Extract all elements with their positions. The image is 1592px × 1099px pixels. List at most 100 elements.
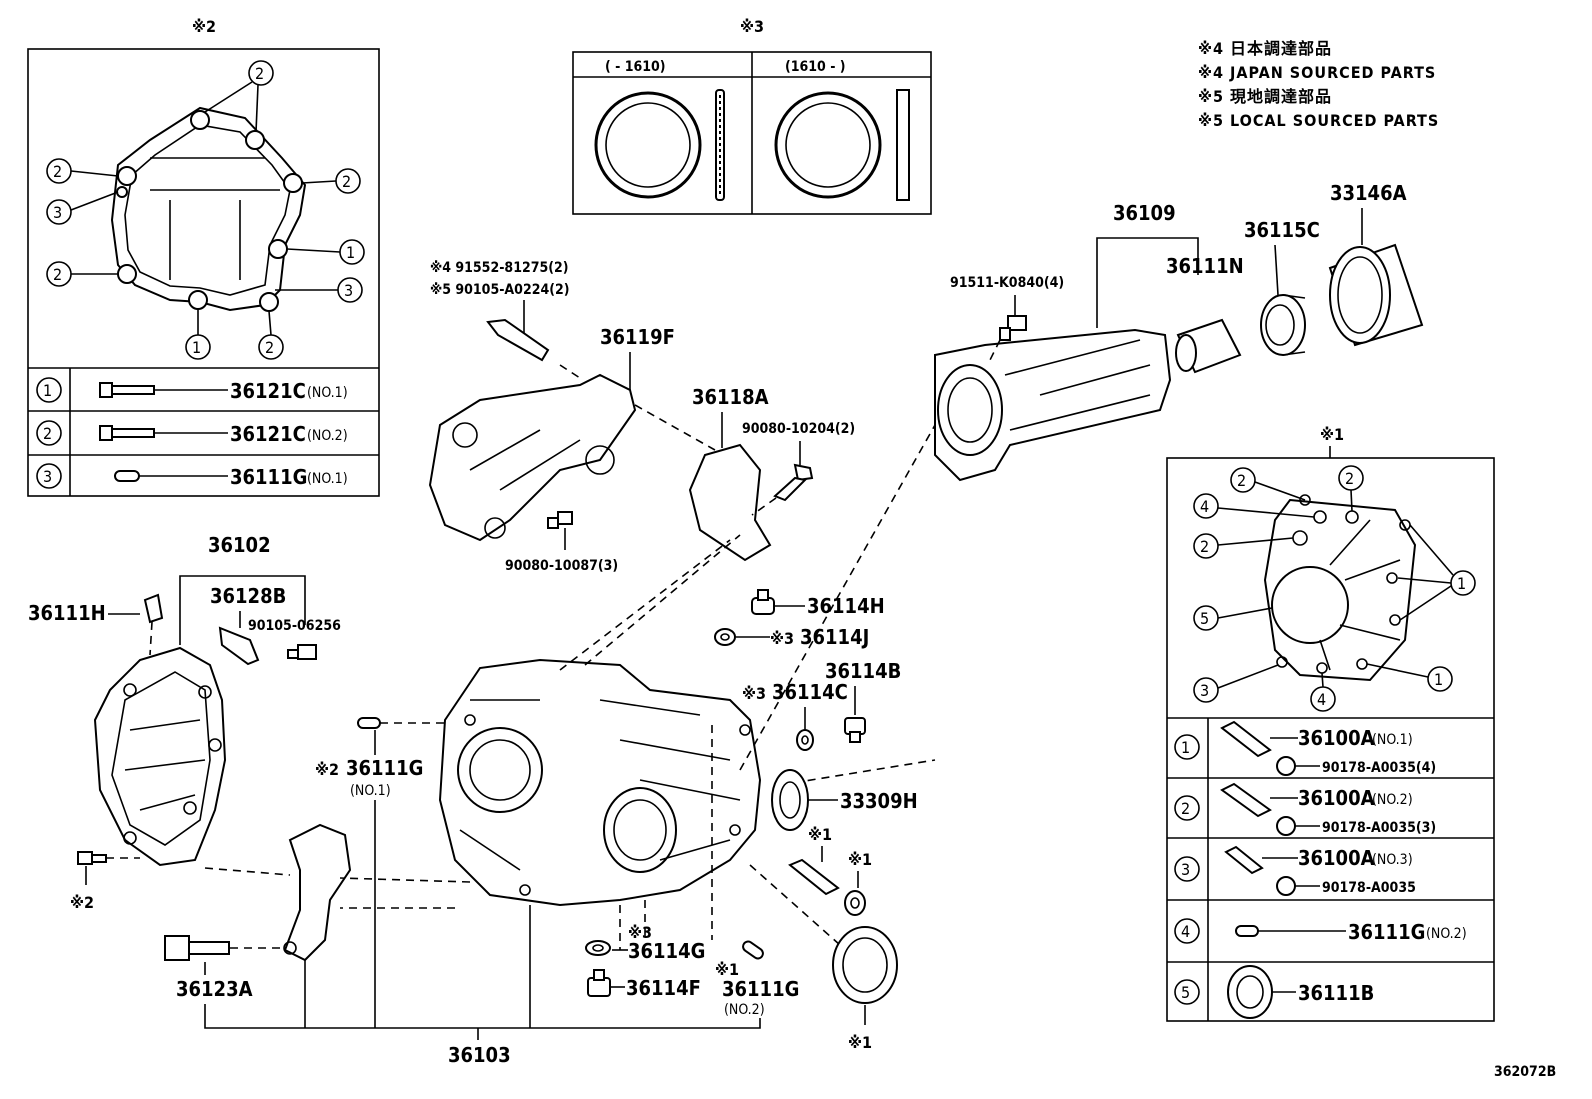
- label-36111G-no1-sub: (NO.1): [350, 783, 391, 799]
- marker-m1-seal: ※1: [848, 1033, 872, 1052]
- marker-m2-dowel: ※2: [315, 760, 339, 779]
- heat-insulator-36118A: [688, 443, 772, 562]
- right-table-row3-sub: (NO.3): [1372, 852, 1413, 868]
- flange-callout-4a: 4: [1200, 497, 1209, 516]
- label-36119F: 36119F: [600, 325, 675, 349]
- label-36114H: 36114H: [807, 594, 885, 618]
- oil-seal-front: [832, 926, 898, 1004]
- label-36109: 36109: [1113, 201, 1176, 225]
- label-33146A: 33146A: [1330, 181, 1407, 205]
- extension-housing: [934, 328, 1172, 482]
- marker-m1-36111G: ※1: [715, 960, 739, 979]
- inset-callout-2d: 2: [342, 172, 351, 191]
- marker-m2-inset: ※2: [192, 17, 216, 36]
- bolt-icon-row1: [99, 382, 155, 398]
- label-90105-A0224: ※5 90105-A0224(2): [430, 282, 570, 298]
- left-table-row2-num: 2: [43, 424, 52, 443]
- label-36111G-no1: 36111G: [346, 756, 423, 780]
- adapter-flange-plate: [1263, 494, 1417, 682]
- marker-m2-bolt: ※2: [70, 893, 94, 912]
- right-table-row1-nut: 90178-A0035(4): [1322, 760, 1436, 776]
- bolt-91511: [999, 315, 1027, 341]
- differential-cover-plate: [110, 106, 307, 312]
- serial-right-label: (1610 - ): [785, 59, 846, 75]
- marker-m1-inset: ※1: [1320, 425, 1344, 444]
- label-90080-10204: 90080-10204(2): [742, 421, 855, 437]
- right-table-row4-num: 4: [1181, 922, 1190, 941]
- bolt-90080-10087: [547, 511, 573, 529]
- washer-new-icon: [774, 89, 910, 201]
- label-36114F: 36114F: [626, 976, 701, 1000]
- right-table-row4-part: 36111G: [1348, 920, 1425, 944]
- label-91552-81275: ※4 91552-81275(2): [430, 260, 569, 276]
- inset-callout-1a: 1: [346, 243, 355, 262]
- bushing-36111N: [1175, 318, 1242, 374]
- breather-plug-36111H: [143, 593, 164, 624]
- label-36111G-no2: 36111G: [722, 977, 799, 1001]
- flange-callout-2c: 2: [1200, 537, 1209, 556]
- bolt-91552: [486, 318, 550, 362]
- flange-callout-4b: 4: [1317, 690, 1326, 709]
- label-36114G: 36114G: [628, 939, 705, 963]
- flange-callout-2a: 2: [1237, 471, 1246, 490]
- label-36111N: 36111N: [1166, 254, 1244, 278]
- right-table-row2-part: 36100A: [1298, 786, 1375, 810]
- left-table-row2-sub: (NO.2): [307, 428, 348, 444]
- marker-m3-36114C: ※3: [742, 684, 766, 703]
- inset-callout-2a: 2: [255, 64, 264, 83]
- left-table-row3-part: 36111G: [230, 465, 307, 489]
- right-table-row2-sub: (NO.2): [1372, 792, 1413, 808]
- inset-callout-2b: 2: [53, 162, 62, 181]
- bolt-36121C: [77, 851, 107, 865]
- label-36114C: 36114C: [772, 680, 848, 704]
- note-local-sourced-en: ※5 LOCAL SOURCED PARTS: [1198, 111, 1439, 130]
- gasket-36114C: [796, 729, 814, 751]
- stud-icon-row1: [1220, 720, 1272, 758]
- right-table-row1-num: 1: [1181, 738, 1190, 757]
- flange-callout-5: 5: [1200, 609, 1209, 628]
- bolt-90105-06256: [287, 644, 317, 660]
- right-table-row1-part: 36100A: [1298, 726, 1375, 750]
- bolt-90080-10204: [773, 463, 814, 502]
- right-table-row3-part: 36100A: [1298, 846, 1375, 870]
- gasket-36114G: [585, 940, 611, 956]
- filler-plug-36114B: [844, 717, 866, 743]
- right-table-row1-sub: (NO.1): [1372, 732, 1413, 748]
- label-36111G-no2-sub: (NO.2): [724, 1002, 765, 1018]
- bracket-plate: [283, 823, 352, 962]
- plug-36114F: [587, 969, 611, 997]
- drain-plug-36114H: [751, 589, 775, 615]
- nut-icon-row2: [1276, 816, 1296, 836]
- right-table-row5-part: 36111B: [1298, 981, 1374, 1005]
- note-japan-sourced-en: ※4 JAPAN SOURCED PARTS: [1198, 63, 1436, 82]
- label-90105-06256: 90105-06256: [248, 618, 341, 634]
- transfer-case-housing: [438, 658, 762, 907]
- flange-callout-3: 3: [1200, 681, 1209, 700]
- washer-old-icon: [594, 89, 725, 201]
- label-36114J: 36114J: [800, 625, 869, 649]
- left-table-row3-num: 3: [43, 467, 52, 486]
- label-36102: 36102: [208, 533, 271, 557]
- oil-seal-icon-row5: [1227, 965, 1273, 1019]
- bracket-36128B: [218, 626, 260, 666]
- label-36115C: 36115C: [1244, 218, 1320, 242]
- dowel-36111G-no2: [742, 940, 764, 960]
- inset-cover-box: [27, 48, 380, 497]
- stud-icon-row2: [1220, 782, 1272, 818]
- dowel-36111G-no1: [357, 717, 381, 729]
- marker-m3-serial: ※3: [740, 17, 764, 36]
- right-table-row4-sub: (NO.2): [1426, 926, 1467, 942]
- dowel-pin-icon-row4: [1235, 925, 1259, 937]
- label-36123A: 36123A: [176, 977, 253, 1001]
- inset-callout-2c: 2: [53, 265, 62, 284]
- flange-callout-2b: 2: [1345, 469, 1354, 488]
- left-table-row1-part: 36121C: [230, 379, 306, 403]
- label-33309H: 33309H: [840, 789, 918, 813]
- bolt-icon-row2: [99, 425, 155, 441]
- note-japan-sourced-jp: ※4 日本調達部品: [1198, 39, 1332, 58]
- label-91511-K0840: 91511-K0840(4): [950, 275, 1064, 291]
- marker-m1-stud: ※1: [808, 825, 832, 844]
- gasket-36114J: [714, 628, 736, 646]
- label-36128B: 36128B: [210, 584, 286, 608]
